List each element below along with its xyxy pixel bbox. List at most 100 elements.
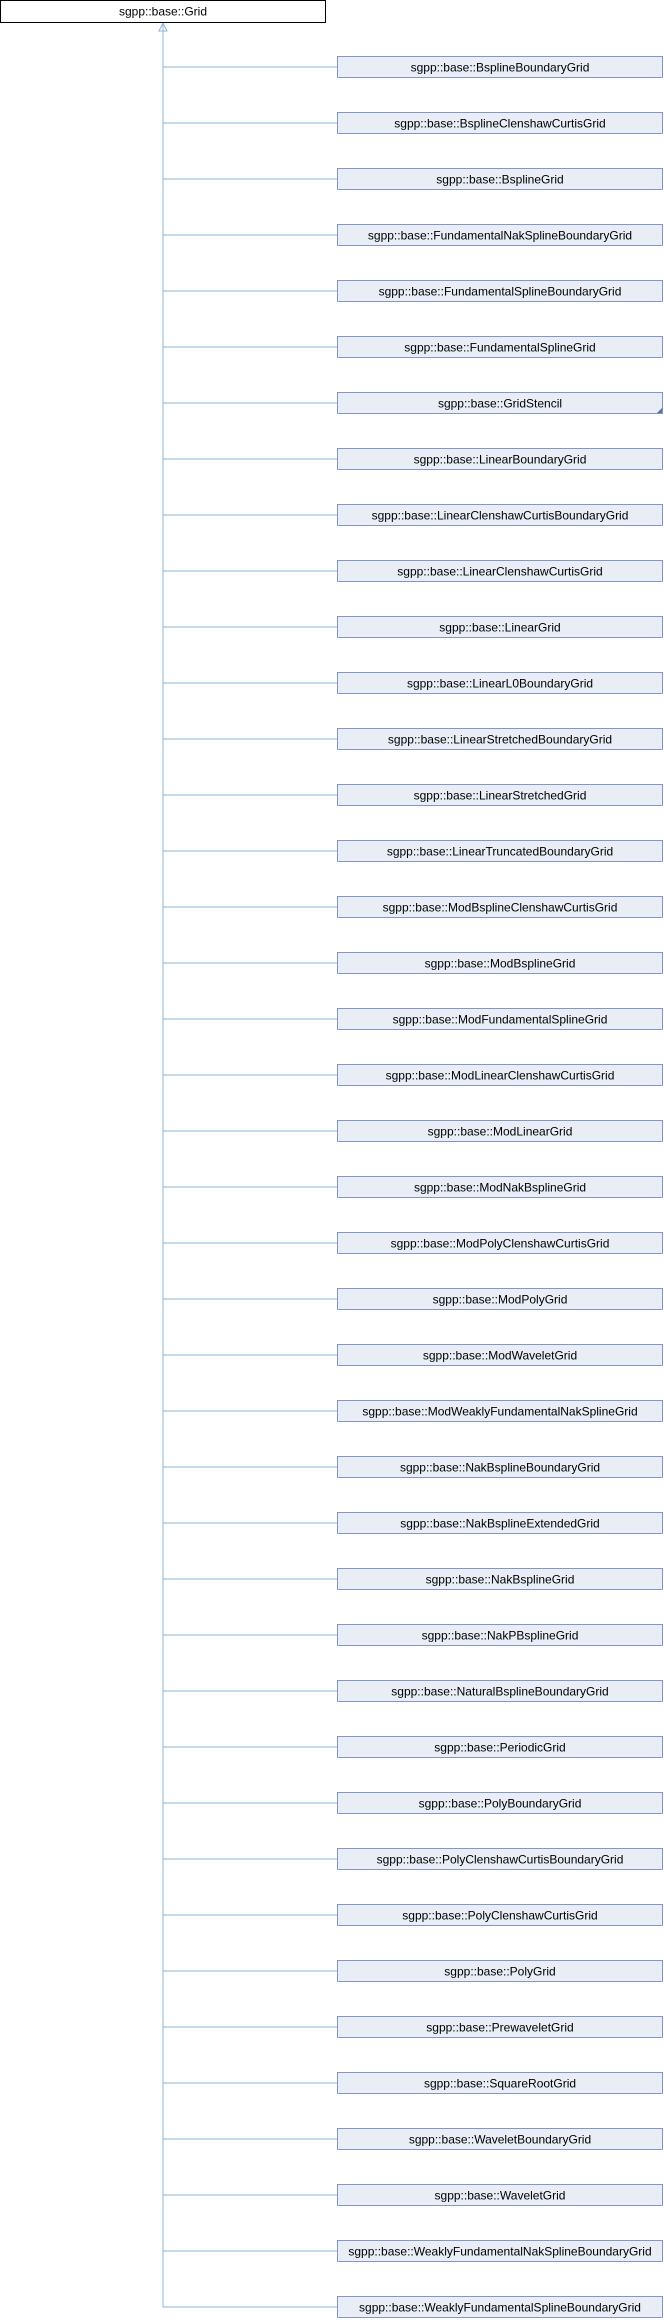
derived-class-box[interactable] xyxy=(337,952,663,974)
derived-class-box[interactable] xyxy=(337,1456,663,1478)
derived-class-node[interactable]: sgpp::base::LinearGrid xyxy=(337,616,663,638)
derived-class-label: sgpp::base::PolyClenshawCurtisBoundaryGr… xyxy=(377,1853,624,1867)
derived-class-node[interactable]: sgpp::base::WaveletGrid xyxy=(337,2184,663,2206)
derived-class-node[interactable]: sgpp::base::BsplineClenshawCurtisGrid xyxy=(337,112,663,134)
derived-class-label: sgpp::base::LinearGrid xyxy=(439,621,560,635)
derived-class-box[interactable] xyxy=(337,728,663,750)
derived-class-node[interactable]: sgpp::base::NakPBsplineGrid xyxy=(337,1624,663,1646)
derived-class-box[interactable] xyxy=(337,1008,663,1030)
derived-class-box[interactable] xyxy=(337,1512,663,1534)
derived-class-box[interactable] xyxy=(337,1344,663,1366)
derived-class-node[interactable]: sgpp::base::ModLinearClenshawCurtisGrid xyxy=(337,1064,663,1086)
derived-class-box[interactable] xyxy=(337,1232,663,1254)
derived-class-label: sgpp::base::LinearStretchedGrid xyxy=(414,789,587,803)
derived-class-node[interactable]: sgpp::base::WeaklyFundamentalNakSplineBo… xyxy=(337,2240,663,2262)
derived-class-box[interactable] xyxy=(337,1792,663,1814)
derived-class-node[interactable]: sgpp::base::PolyBoundaryGrid xyxy=(337,1792,663,1814)
derived-class-label: sgpp::base::LinearTruncatedBoundaryGrid xyxy=(387,845,613,859)
derived-class-node[interactable]: sgpp::base::PrewaveletGrid xyxy=(337,2016,663,2038)
inheritance-arrow-icon xyxy=(158,21,168,32)
derived-class-node[interactable]: sgpp::base::ModPolyGrid xyxy=(337,1288,663,1310)
derived-class-box[interactable] xyxy=(337,1176,663,1198)
derived-class-box[interactable] xyxy=(337,2016,663,2038)
derived-class-node[interactable]: sgpp::base::WaveletBoundaryGrid xyxy=(337,2128,663,2150)
derived-class-node[interactable]: sgpp::base::ModPolyClenshawCurtisGrid xyxy=(337,1232,663,1254)
derived-class-box[interactable] xyxy=(337,224,663,246)
derived-class-node[interactable]: sgpp::base::PolyClenshawCurtisBoundaryGr… xyxy=(337,1848,663,1870)
derived-class-node[interactable]: sgpp::base::ModLinearGrid xyxy=(337,1120,663,1142)
derived-class-label: sgpp::base::ModWeaklyFundamentalNakSplin… xyxy=(362,1405,637,1419)
derived-class-node[interactable]: sgpp::base::ModBsplineGrid xyxy=(337,952,663,974)
derived-class-node[interactable]: sgpp::base::ModFundamentalSplineGrid xyxy=(337,1008,663,1030)
derived-class-box[interactable] xyxy=(337,504,663,526)
derived-class-node[interactable]: sgpp::base::ModBsplineClenshawCurtisGrid xyxy=(337,896,663,918)
derived-class-label: sgpp::base::ModLinearClenshawCurtisGrid xyxy=(386,1069,615,1083)
derived-class-box[interactable] xyxy=(337,2072,663,2094)
derived-class-box[interactable] xyxy=(337,1568,663,1590)
derived-class-box[interactable] xyxy=(337,1680,663,1702)
derived-class-box[interactable] xyxy=(337,2296,663,2318)
derived-class-box[interactable] xyxy=(337,112,663,134)
derived-class-box[interactable] xyxy=(337,1288,663,1310)
derived-class-label: sgpp::base::BsplineClenshawCurtisGrid xyxy=(394,117,605,131)
derived-class-box[interactable] xyxy=(337,56,663,78)
derived-class-box[interactable] xyxy=(337,168,663,190)
derived-class-node[interactable]: sgpp::base::LinearStretchedGrid xyxy=(337,784,663,806)
derived-class-node[interactable]: sgpp::base::LinearClenshawCurtisBoundary… xyxy=(337,504,663,526)
derived-class-label: sgpp::base::WaveletBoundaryGrid xyxy=(409,2133,591,2147)
derived-class-box[interactable] xyxy=(337,560,663,582)
derived-class-node[interactable]: sgpp::base::FundamentalSplineBoundaryGri… xyxy=(337,280,663,302)
derived-class-node[interactable]: sgpp::base::ModNakBsplineGrid xyxy=(337,1176,663,1198)
derived-class-node[interactable]: sgpp::base::FundamentalSplineGrid xyxy=(337,336,663,358)
derived-class-box[interactable] xyxy=(337,896,663,918)
derived-class-label: sgpp::base::ModPolyGrid xyxy=(433,1293,568,1307)
derived-class-node[interactable]: sgpp::base::PolyGrid xyxy=(337,1960,663,1982)
derived-class-box[interactable] xyxy=(337,1736,663,1758)
derived-class-box[interactable] xyxy=(337,672,663,694)
derived-class-box[interactable] xyxy=(337,448,663,470)
derived-class-label: sgpp::base::LinearClenshawCurtisGrid xyxy=(397,565,602,579)
derived-class-box[interactable] xyxy=(337,280,663,302)
derived-class-node[interactable]: sgpp::base::NakBsplineBoundaryGrid xyxy=(337,1456,663,1478)
derived-class-node[interactable]: sgpp::base::LinearStretchedBoundaryGrid xyxy=(337,728,663,750)
derived-class-node[interactable]: sgpp::base::WeaklyFundamentalSplineBound… xyxy=(337,2296,663,2318)
derived-class-box[interactable] xyxy=(337,2184,663,2206)
derived-class-node[interactable]: sgpp::base::ModWeaklyFundamentalNakSplin… xyxy=(337,1400,663,1422)
derived-class-label: sgpp::base::FundamentalSplineBoundaryGri… xyxy=(379,285,622,299)
derived-class-box[interactable] xyxy=(337,1400,663,1422)
derived-class-node[interactable]: sgpp::base::PeriodicGrid xyxy=(337,1736,663,1758)
derived-class-label: sgpp::base::WeaklyFundamentalNakSplineBo… xyxy=(348,2245,651,2259)
derived-class-node[interactable]: sgpp::base::BsplineGrid xyxy=(337,168,663,190)
derived-class-box[interactable] xyxy=(337,1624,663,1646)
derived-class-box[interactable] xyxy=(337,1904,663,1926)
derived-class-node[interactable]: sgpp::base::LinearL0BoundaryGrid xyxy=(337,672,663,694)
derived-class-node[interactable]: sgpp::base::GridStencil xyxy=(337,392,663,414)
derived-class-box[interactable] xyxy=(337,616,663,638)
derived-class-node[interactable]: sgpp::base::LinearBoundaryGrid xyxy=(337,448,663,470)
derived-class-box[interactable] xyxy=(337,392,663,414)
base-class-node[interactable]: sgpp::base::Grid xyxy=(0,0,326,23)
derived-class-node[interactable]: sgpp::base::SquareRootGrid xyxy=(337,2072,663,2094)
derived-class-node[interactable]: sgpp::base::NakBsplineGrid xyxy=(337,1568,663,1590)
derived-class-box[interactable] xyxy=(337,1120,663,1142)
derived-class-box[interactable] xyxy=(337,2240,663,2262)
base-class-box[interactable] xyxy=(0,0,326,23)
derived-class-label: sgpp::base::PrewaveletGrid xyxy=(426,2021,573,2035)
derived-class-label: sgpp::base::PolyBoundaryGrid xyxy=(419,1797,582,1811)
derived-class-box[interactable] xyxy=(337,784,663,806)
derived-class-box[interactable] xyxy=(337,336,663,358)
derived-class-node[interactable]: sgpp::base::NaturalBsplineBoundaryGrid xyxy=(337,1680,663,1702)
derived-class-box[interactable] xyxy=(337,1848,663,1870)
derived-class-box[interactable] xyxy=(337,840,663,862)
derived-class-box[interactable] xyxy=(337,1960,663,1982)
derived-class-box[interactable] xyxy=(337,1064,663,1086)
derived-class-node[interactable]: sgpp::base::LinearClenshawCurtisGrid xyxy=(337,560,663,582)
derived-class-node[interactable]: sgpp::base::LinearTruncatedBoundaryGrid xyxy=(337,840,663,862)
derived-class-node[interactable]: sgpp::base::NakBsplineExtendedGrid xyxy=(337,1512,663,1534)
inheritance-edges xyxy=(158,21,337,2308)
derived-class-node[interactable]: sgpp::base::FundamentalNakSplineBoundary… xyxy=(337,224,663,246)
derived-class-node[interactable]: sgpp::base::ModWaveletGrid xyxy=(337,1344,663,1366)
derived-class-node[interactable]: sgpp::base::PolyClenshawCurtisGrid xyxy=(337,1904,663,1926)
derived-class-node[interactable]: sgpp::base::BsplineBoundaryGrid xyxy=(337,56,663,78)
derived-class-box[interactable] xyxy=(337,2128,663,2150)
